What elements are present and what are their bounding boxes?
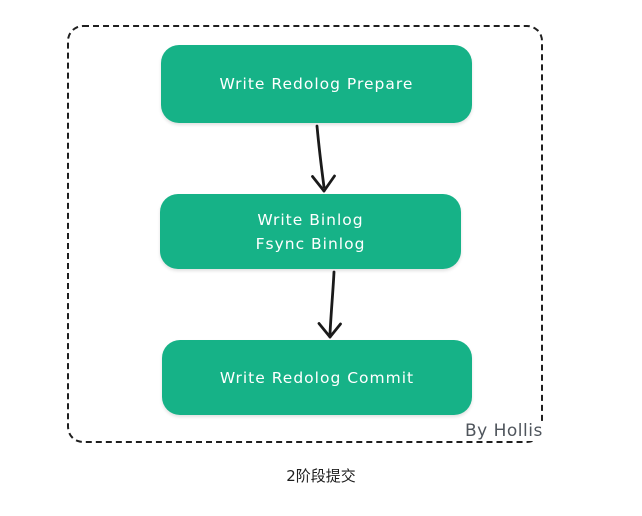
node-label: Write Redolog Prepare bbox=[219, 75, 414, 93]
node-write-redolog-prepare: Write Redolog Prepare bbox=[161, 45, 472, 123]
node-write-fsync-binlog: Write Binlog Fsync Binlog bbox=[160, 194, 461, 269]
attribution-text: By Hollis bbox=[461, 421, 547, 441]
node-label-line1: Write Binlog bbox=[257, 210, 364, 229]
node-write-redolog-commit: Write Redolog Commit bbox=[162, 340, 472, 415]
diagram-caption: 2阶段提交 bbox=[286, 467, 356, 485]
dashed-frame bbox=[67, 25, 543, 443]
node-label: Write Redolog Commit bbox=[219, 368, 415, 387]
node-label-line2: Fsync Binlog bbox=[255, 234, 366, 253]
